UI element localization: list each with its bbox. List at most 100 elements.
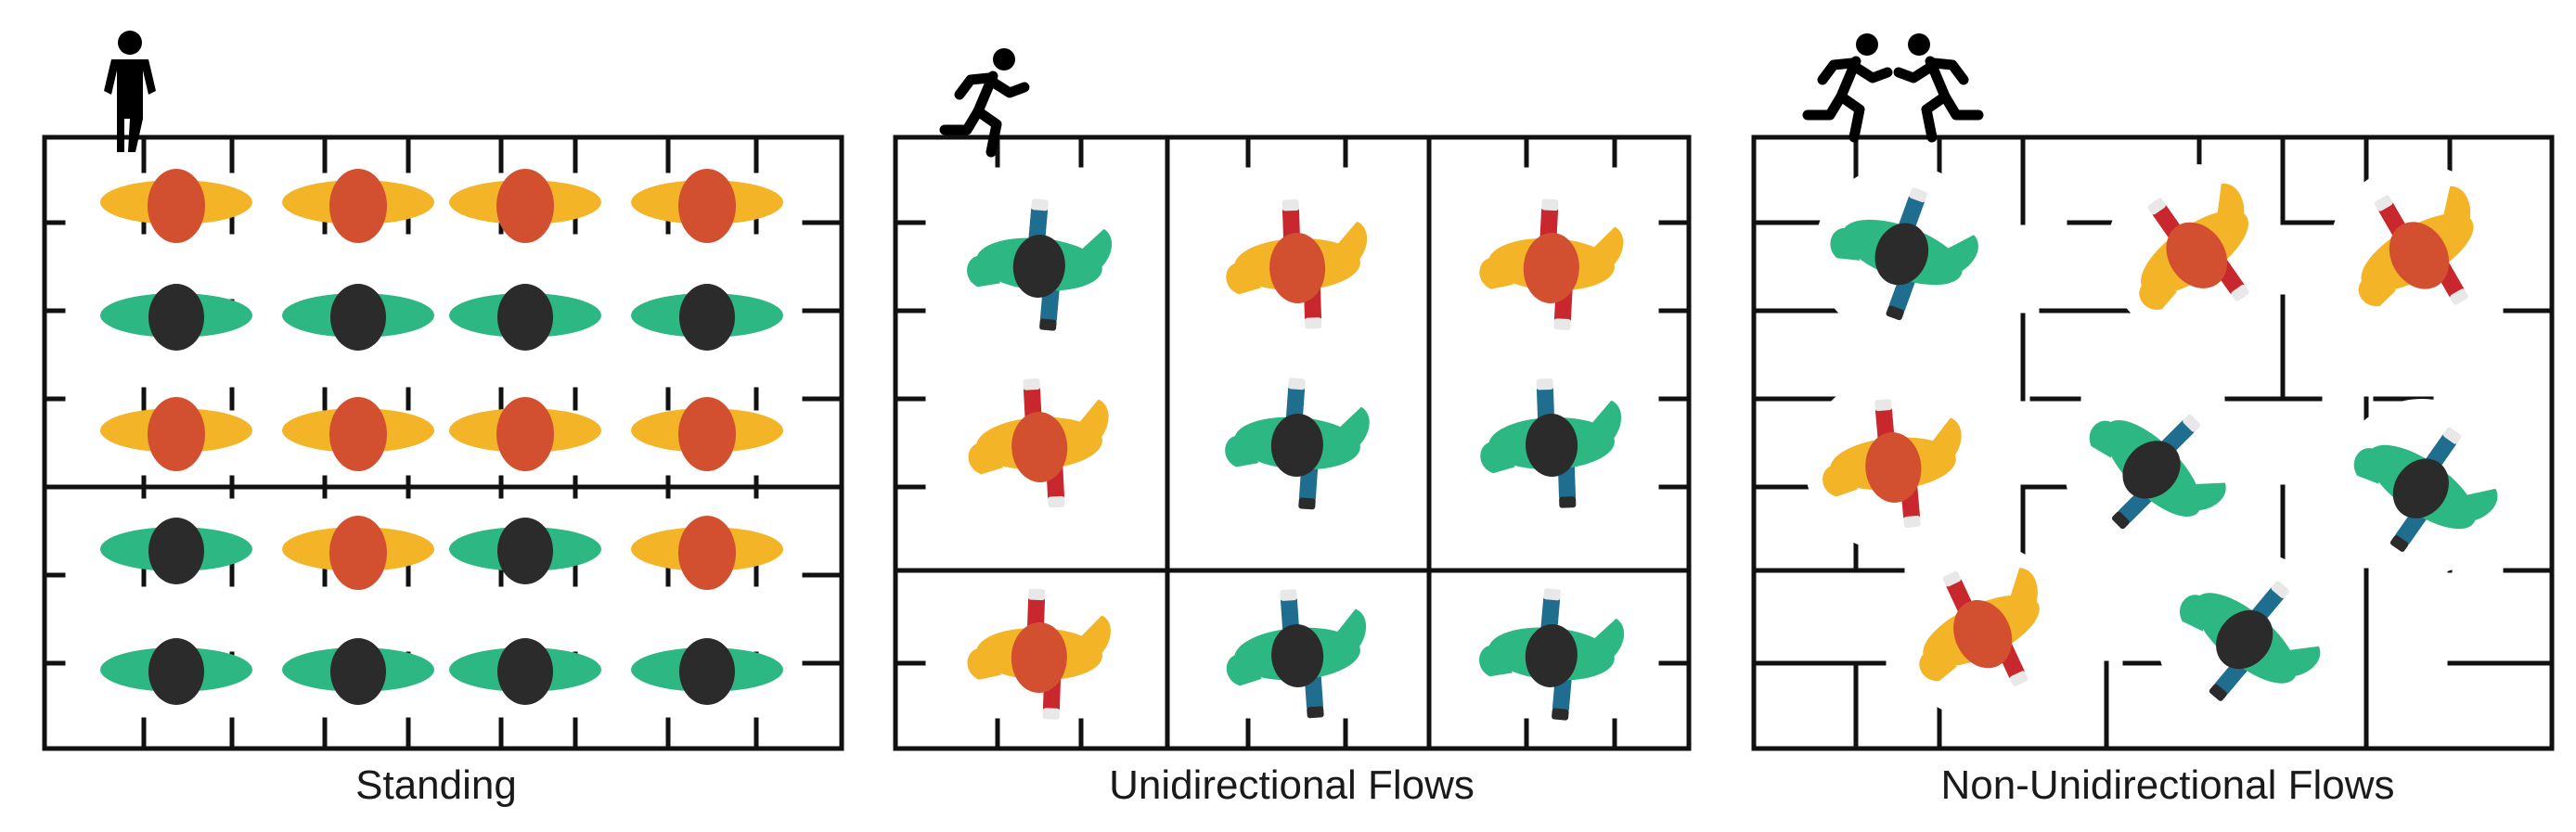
shoe: [2231, 284, 2249, 301]
two-running-people-icon: [1802, 33, 1984, 143]
walking-person-icon: [1479, 198, 1624, 331]
head: [1269, 233, 1326, 303]
shoe: [2374, 195, 2393, 211]
standing-person-icon: [282, 516, 434, 590]
shoe: [2271, 581, 2289, 598]
walking-person-icon: [2089, 414, 2226, 530]
standing-person-icon: [631, 638, 783, 705]
head: [2392, 458, 2449, 518]
arm: [1893, 59, 1939, 83]
shoe: [1553, 318, 1571, 331]
shoe: [2450, 288, 2468, 305]
head: [330, 638, 386, 705]
shoe: [1305, 317, 1322, 329]
standing-person-icon: [631, 284, 783, 351]
leg: [1921, 91, 1951, 143]
shoe: [2111, 511, 2130, 530]
head: [148, 397, 205, 471]
head: [1908, 33, 1930, 56]
walking-person-icon: [1225, 378, 1370, 510]
walking-person-icon: [1919, 568, 2040, 686]
shoe: [1028, 588, 1046, 601]
running-person-icon: [1802, 33, 1893, 143]
standing-person-icon: [282, 397, 434, 471]
arm: [1928, 58, 1969, 85]
head: [329, 397, 387, 471]
head: [1012, 235, 1065, 298]
panel-non-unidirectional-flows: [1751, 33, 2555, 751]
head: [496, 397, 554, 471]
walking-person-icon: [1830, 187, 1978, 321]
shoe: [1886, 305, 1904, 321]
standing-person-icon: [449, 518, 601, 584]
standing-person-icon: [104, 31, 156, 152]
head: [1270, 414, 1323, 477]
arm: [1336, 608, 1367, 654]
shoe: [2442, 427, 2462, 444]
leg: [1939, 91, 1984, 121]
leg: [1285, 385, 1306, 424]
shoe: [2389, 535, 2409, 552]
head: [497, 284, 553, 351]
shoe: [1039, 318, 1057, 331]
walking-person-icon: [1479, 588, 1624, 721]
arm: [1337, 221, 1368, 266]
shoe: [1048, 495, 1065, 508]
standing-person-icon: [449, 638, 601, 705]
arm: [1817, 58, 1858, 85]
head: [679, 638, 735, 705]
head: [2389, 222, 2450, 289]
standing-person-icon: [631, 516, 783, 590]
standing-person-icon: [449, 169, 601, 243]
head: [148, 284, 204, 351]
arm: [1591, 400, 1622, 445]
walking-person-icon: [2180, 581, 2321, 701]
arm: [1078, 399, 1109, 444]
shoe: [1541, 198, 1559, 211]
leg: [972, 106, 1002, 158]
arm: [984, 74, 1030, 98]
walking-person-icon: [1480, 378, 1622, 508]
shoe: [1282, 199, 1299, 211]
head: [1865, 432, 1922, 503]
walking-person-icon: [2353, 427, 2498, 552]
head: [1271, 624, 1324, 687]
arm: [1932, 417, 1962, 463]
head: [497, 518, 553, 584]
standing-person-icon: [631, 169, 783, 243]
shoe: [1942, 570, 1962, 587]
shoe: [1543, 588, 1561, 601]
walking-person-icon: [2139, 184, 2249, 310]
head: [148, 638, 204, 705]
head: [2166, 222, 2228, 288]
shoe: [1280, 589, 1297, 601]
walking-person-icon: [1226, 199, 1368, 329]
leg: [1540, 595, 1561, 634]
standing-person-icon: [449, 284, 601, 351]
running-person-icon: [939, 48, 1030, 158]
leg: [1835, 91, 1865, 143]
standing-person-icon: [282, 284, 434, 351]
arm: [1847, 59, 1893, 83]
head: [329, 169, 387, 243]
shoe: [2183, 414, 2201, 432]
walking-person-icon: [2358, 186, 2474, 306]
shoe: [1874, 399, 1892, 412]
head: [148, 169, 205, 243]
panel-unidirectional-flows: [893, 48, 1692, 751]
panel-label-standing: Standing: [355, 762, 517, 808]
body: [104, 59, 156, 152]
panel-label-unidirectional-flows: Unidirectional Flows: [1109, 762, 1475, 808]
panel-standing: [42, 31, 844, 751]
shoe: [1023, 378, 1040, 390]
head: [496, 169, 554, 243]
shoe: [2009, 671, 2029, 686]
head: [148, 518, 204, 584]
shoe: [2147, 198, 2166, 215]
standing-person-icon: [282, 169, 434, 243]
panel-label-non-unidirectional-flows: Non-Unidirectional Flows: [1940, 762, 2395, 808]
head: [330, 284, 386, 351]
head: [329, 516, 387, 590]
head: [1874, 223, 1929, 286]
standing-person-icon: [631, 397, 783, 471]
